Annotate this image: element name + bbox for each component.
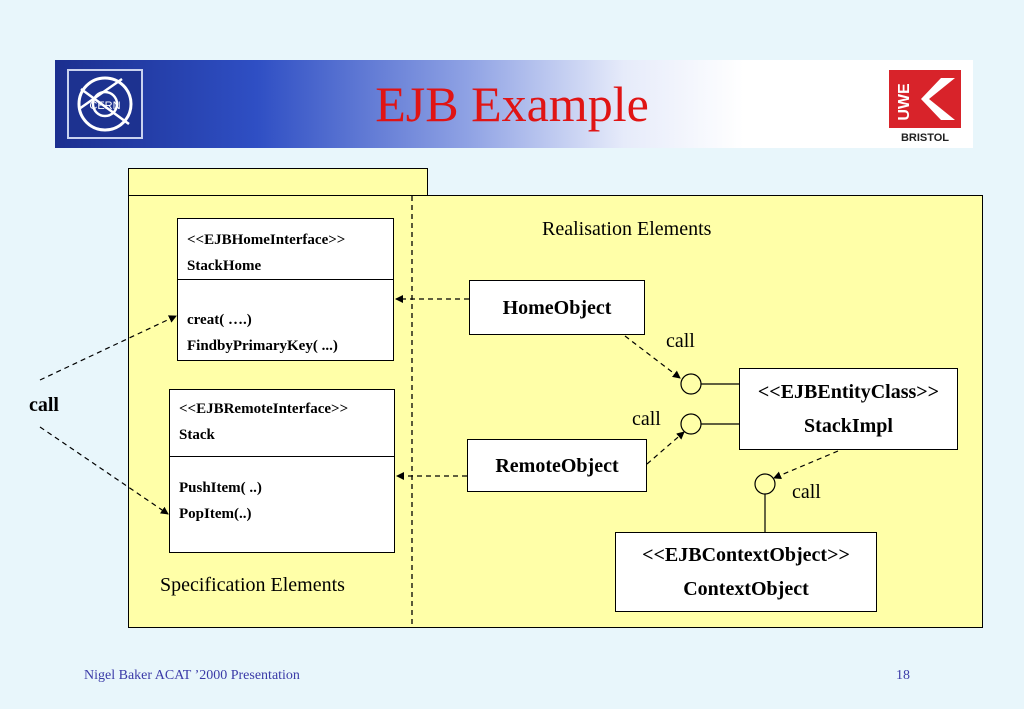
entity-class-stereotype: <<EJBEntityClass>> bbox=[757, 381, 940, 403]
remote-object-box: RemoteObject bbox=[467, 439, 647, 492]
home-interface-class: <<EJBHomeInterface>> StackHome creat( ….… bbox=[177, 218, 394, 361]
title-banner bbox=[55, 60, 973, 148]
home-object-box: HomeObject bbox=[469, 280, 645, 335]
cern-logo-icon: CERN bbox=[67, 69, 143, 139]
home-object-label: HomeObject bbox=[502, 296, 612, 319]
slide-title: EJB Example bbox=[375, 76, 649, 132]
specification-elements-label: Specification Elements bbox=[160, 574, 345, 596]
home-interface-stereotype: <<EJBHomeInterface>> bbox=[187, 232, 346, 248]
remote-method-popitem: PopItem(..) bbox=[179, 506, 252, 522]
remote-method-pushitem: PushItem( ..) bbox=[179, 480, 262, 496]
context-object-name: ContextObject bbox=[683, 578, 809, 600]
call-label-home-entity: call bbox=[666, 330, 695, 352]
package-tab bbox=[128, 168, 428, 196]
footer-presenter: Nigel Baker ACAT ’2000 Presentation bbox=[84, 668, 300, 683]
remote-interface-name: Stack bbox=[179, 427, 215, 443]
entity-class-name: StackImpl bbox=[804, 415, 893, 437]
footer-page-number: 18 bbox=[896, 668, 910, 683]
svg-text:BRISTOL: BRISTOL bbox=[901, 132, 949, 144]
svg-text:UWE: UWE bbox=[896, 83, 913, 121]
remote-interface-stereotype: <<EJBRemoteInterface>> bbox=[179, 401, 349, 417]
remote-interface-class: <<EJBRemoteInterface>> Stack PushItem( .… bbox=[169, 389, 395, 553]
call-label-left: call bbox=[29, 394, 59, 416]
home-interface-name: StackHome bbox=[187, 258, 262, 274]
entity-class-box: <<EJBEntityClass>> StackImpl bbox=[739, 368, 958, 450]
home-method-findbyprimarykey: FindbyPrimaryKey( ...) bbox=[187, 338, 338, 354]
context-object-box: <<EJBContextObject>> ContextObject bbox=[615, 532, 877, 612]
context-object-stereotype: <<EJBContextObject>> bbox=[642, 544, 850, 566]
svg-text:CERN: CERN bbox=[89, 100, 120, 112]
home-method-creat: creat( ….) bbox=[187, 312, 252, 328]
uwe-bristol-logo-icon: UWE BRISTOL bbox=[885, 68, 965, 146]
call-label-context: call bbox=[792, 481, 821, 503]
realisation-elements-label: Realisation Elements bbox=[542, 218, 712, 240]
call-label-remote-entity: call bbox=[632, 408, 661, 430]
remote-object-label: RemoteObject bbox=[495, 454, 619, 477]
